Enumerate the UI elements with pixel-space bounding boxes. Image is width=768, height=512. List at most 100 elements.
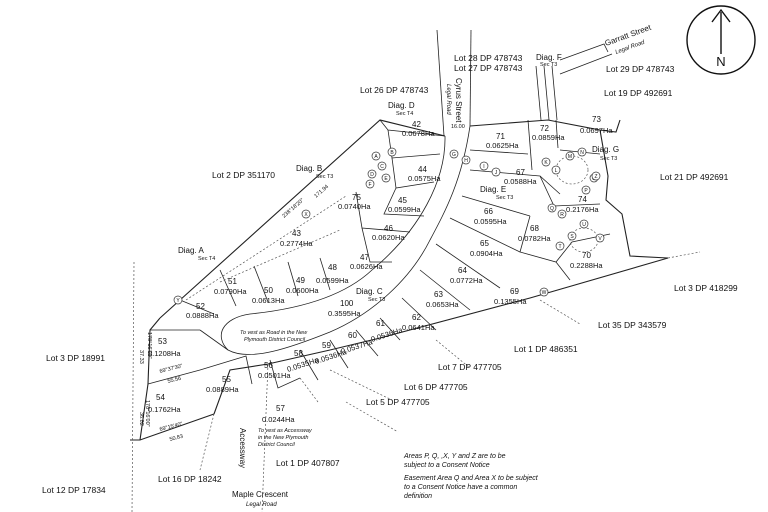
lot-number: 70: [582, 251, 591, 260]
lot-70: 700.2288Ha: [570, 251, 603, 270]
consent-line-3: Easement Area Q and Area X to be subject: [404, 475, 539, 482]
lot-65: 650.0904Ha: [470, 239, 503, 258]
lot-51: 510.0790Ha: [214, 277, 247, 296]
svg-text:V: V: [598, 236, 602, 242]
lot-number: 63: [434, 290, 443, 299]
lot-number: 49: [296, 276, 305, 285]
accessway-vest-line-3: District Council: [258, 442, 295, 448]
lot-number: 71: [496, 132, 505, 141]
lot-area: 0.0740Ha: [338, 202, 371, 211]
lot-area: 0.0889Ha: [206, 385, 239, 394]
svg-text:G: G: [452, 152, 456, 158]
lot-area: 0.0625Ha: [486, 141, 519, 150]
lot-number: 47: [360, 253, 369, 262]
distance-lot53: 55.56: [167, 376, 182, 385]
svg-text:P: P: [584, 188, 588, 194]
lot-number: 62: [412, 313, 421, 322]
svg-text:E: E: [384, 176, 388, 182]
lot-number: 65: [480, 239, 489, 248]
svg-text:K: K: [544, 160, 548, 166]
diag-c-sec: Sec T3: [368, 297, 385, 303]
lot-area: 0.0641Ha: [402, 323, 435, 332]
easement-marker-g: G: [449, 149, 459, 159]
distance-diag-b: 171.94: [313, 184, 330, 200]
cyrus-street-road: [436, 29, 472, 137]
subdivision-boundary: [130, 119, 669, 441]
lot-number: 74: [578, 195, 587, 204]
svg-text:Z: Z: [594, 174, 597, 180]
easement-marker-w: W: [539, 287, 549, 297]
garratt-street-road: [535, 43, 613, 121]
adj-lot2: Lot 2 DP 351170: [212, 170, 275, 180]
diag-c-label: Diag. C: [356, 287, 383, 296]
lot-area: 0.0575Ha: [408, 174, 441, 183]
lot-number: 53: [158, 337, 167, 346]
svg-text:X: X: [304, 212, 308, 218]
easement-marker-j: J: [491, 167, 501, 177]
svg-text:U: U: [582, 222, 586, 228]
lot-75: 750.0740Ha: [338, 193, 371, 211]
lot-area: 0.0588Ha: [504, 177, 537, 186]
bearing-lot54: 69°15'40": [159, 421, 183, 433]
lot-61: 610.0536Ha: [370, 319, 405, 344]
lot-area: 0.0613Ha: [252, 296, 285, 305]
lot-area: 0.0244Ha: [262, 415, 295, 424]
easement-marker-e: E: [381, 173, 391, 183]
lot-63: 630.0653Ha: [426, 290, 459, 309]
svg-text:I: I: [483, 164, 484, 170]
lot-area: 0.0501Ha: [258, 371, 291, 380]
lot-area: 0.0599Ha: [316, 276, 349, 285]
lot-area: 0.0904Ha: [470, 249, 503, 258]
lot-number: 51: [228, 277, 237, 286]
lot-area: 0.0697Ha: [580, 126, 613, 135]
maple-crescent-label: Maple Crescent: [232, 490, 289, 499]
easement-marker-q: Q: [547, 203, 557, 213]
lot-46: 460.0620Ha: [372, 224, 405, 242]
lot-area: 0.0620Ha: [372, 233, 405, 242]
garratt-street-label: Garratt Street: [604, 23, 653, 48]
lot-area: 0.0772Ha: [450, 276, 483, 285]
lot-number: 68: [530, 224, 539, 233]
lot-number: 57: [276, 404, 285, 413]
consent-line-2: subject to a Consent Notice: [404, 462, 490, 469]
adj-lot6: Lot 6 DP 477705: [404, 382, 468, 392]
lot-area: 0.1355Ha: [494, 297, 527, 306]
road-vest-line-2: Plymouth District Council: [244, 337, 306, 343]
adj-lot19: Lot 19 DP 492691: [604, 88, 673, 98]
lot-area: 0.0600Ha: [286, 286, 319, 295]
diag-a-sec: Sec T4: [198, 256, 215, 262]
svg-text:H: H: [464, 158, 468, 164]
lot-area: 0.1762Ha: [148, 405, 181, 414]
lot-number: 60: [348, 331, 357, 340]
easement-marker-n: N: [577, 147, 587, 157]
lot-area: 0.0536Ha: [370, 325, 405, 344]
easement-marker-z: Z: [591, 171, 601, 181]
lot-number: 72: [540, 124, 549, 133]
diag-g-sec: Sec T3: [600, 156, 617, 162]
lot-62: 620.0641Ha: [402, 313, 435, 332]
adj-lot12: Lot 12 DP 17834: [42, 485, 106, 495]
accessway-vest-note: To vest as Accessway in the New Plymouth…: [258, 428, 313, 448]
lot-45: 450.0599Ha: [388, 196, 421, 214]
consent-notice-note: Areas P, Q, ,X, Y and Z are to be subjec…: [403, 453, 539, 500]
adj-lot27: Lot 27 DP 478743: [454, 63, 523, 73]
lot-area: 0.0653Ha: [426, 300, 459, 309]
easement-marker-p: P: [581, 185, 591, 195]
lot-43: 430.2774Ha: [280, 229, 313, 248]
north-arrow-icon: N: [686, 5, 756, 75]
diag-f-label: Diag. F: [536, 53, 562, 62]
lot-number: 54: [156, 393, 165, 402]
adj-lot28: Lot 28 DP 478743: [454, 53, 523, 63]
diag-a-label: Diag. A: [178, 246, 204, 255]
internal-road: [220, 125, 471, 355]
svg-text:T: T: [558, 244, 561, 250]
lot-number: 50: [264, 286, 273, 295]
svg-text:Q: Q: [550, 206, 554, 212]
svg-text:C: C: [380, 164, 384, 170]
lot-number: 67: [516, 168, 525, 177]
lot-area: 0.2774Ha: [280, 239, 313, 248]
adj-lot5: Lot 5 DP 477705: [366, 397, 430, 407]
lot-area: 0.1208Ha: [148, 349, 181, 358]
lot-57: 57 0.0244Ha: [262, 404, 295, 424]
